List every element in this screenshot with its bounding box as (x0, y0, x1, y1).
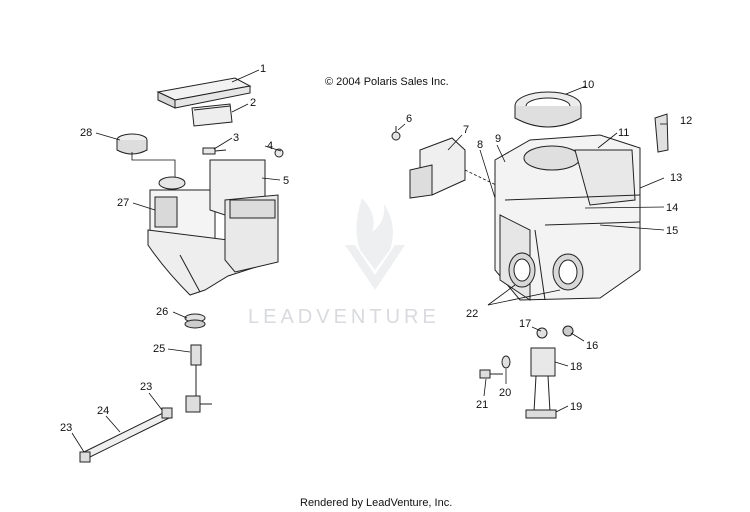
callout-7: 7 (463, 124, 469, 136)
callout-25: 25 (153, 343, 165, 355)
part-16-nut (562, 325, 574, 337)
part-26-grommet (184, 313, 206, 329)
callout-15: 15 (666, 225, 678, 237)
part-28-cap (116, 133, 148, 155)
callout-20: 20 (499, 387, 511, 399)
callout-23-lower: 23 (60, 422, 72, 434)
callout-3: 3 (233, 132, 239, 144)
copyright-text: © 2004 Polaris Sales Inc. (325, 76, 449, 88)
callout-10: 10 (582, 79, 594, 91)
callout-labels: 1 2 3 4 5 6 7 8 9 10 11 12 13 14 15 16 1… (60, 63, 692, 434)
callout-27: 27 (117, 197, 129, 209)
part-22-ducts (508, 252, 584, 291)
callout-21: 21 (476, 399, 488, 411)
callout-8: 8 (477, 139, 483, 151)
callout-19: 19 (570, 401, 582, 413)
callout-26: 26 (156, 306, 168, 318)
callout-1: 1 (260, 63, 266, 75)
callout-16: 16 (586, 340, 598, 352)
callout-14: 14 (666, 202, 678, 214)
part-24-hose (83, 411, 170, 459)
callout-28: 28 (80, 127, 92, 139)
callout-22: 22 (466, 308, 478, 320)
part-25-valve (185, 344, 212, 413)
part-2-block (191, 103, 233, 127)
callout-2: 2 (250, 97, 256, 109)
part-1-cover (156, 77, 252, 109)
watermark-text: LEADVENTURE (248, 306, 440, 328)
callout-24: 24 (97, 405, 109, 417)
callout-17: 17 (519, 318, 531, 330)
leadventure-watermark-logo (345, 198, 405, 290)
callout-5: 5 (283, 175, 289, 187)
part-10-ring (514, 91, 582, 128)
part-23-clamp-lower (79, 451, 91, 463)
part-7-module (409, 137, 497, 199)
callout-4: 4 (267, 140, 273, 152)
leader-lines (71, 69, 667, 453)
part-3-screw (202, 147, 227, 155)
callout-23-upper: 23 (140, 381, 152, 393)
part-18-bracket (525, 347, 557, 419)
callout-6: 6 (406, 113, 412, 125)
part-20-washer (501, 355, 511, 369)
callout-18: 18 (570, 361, 582, 373)
part-21-bolt (479, 369, 503, 379)
part-6-bolt (391, 126, 401, 141)
part-5-box (209, 159, 279, 273)
callout-11: 11 (618, 127, 629, 139)
part-23-clamp-upper (161, 407, 173, 419)
callout-12: 12 (680, 115, 692, 127)
callout-13: 13 (670, 172, 682, 184)
footer-text: Rendered by LeadVenture, Inc. (300, 497, 452, 509)
part-12-clip (654, 113, 669, 153)
callout-9: 9 (495, 133, 501, 145)
